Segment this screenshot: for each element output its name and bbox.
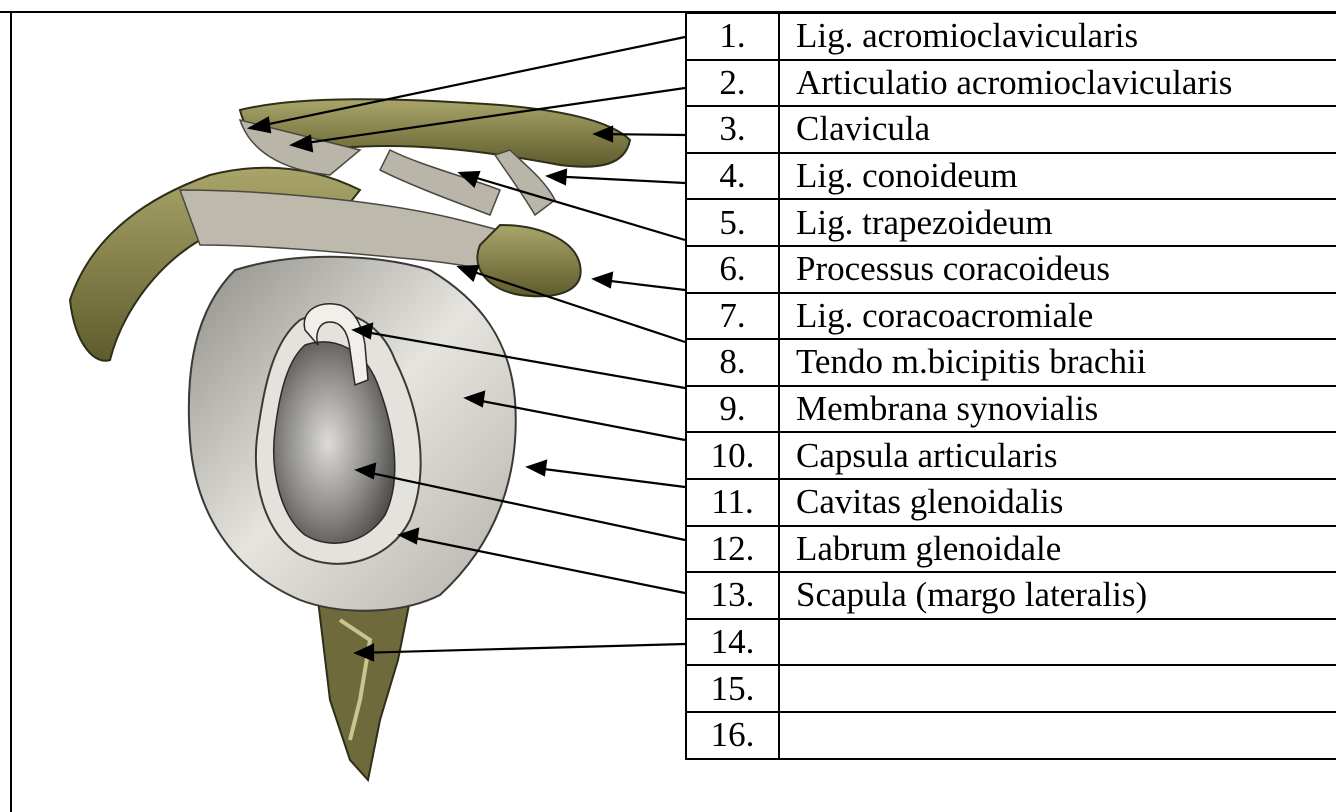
legend-row: 14. — [686, 619, 1336, 666]
legend-row: 1.Lig. acromioclavicularis — [686, 13, 1336, 60]
legend-number: 11. — [686, 479, 779, 526]
legend-row: 5.Lig. trapezoideum — [686, 199, 1336, 246]
legend-term: Membrana synovialis — [779, 386, 1336, 433]
legend-number: 13. — [686, 572, 779, 619]
legend-number: 4. — [686, 153, 779, 200]
legend-row: 10.Capsula articularis — [686, 432, 1336, 479]
legend-row: 6.Processus coracoideus — [686, 246, 1336, 293]
legend-row: 3.Clavicula — [686, 106, 1336, 153]
arrowhead-10 — [528, 461, 546, 475]
legend-term: Scapula (margo lateralis) — [779, 572, 1336, 619]
legend-term: Cavitas glenoidalis — [779, 479, 1336, 526]
legend-number: 3. — [686, 106, 779, 153]
arrow-10 — [528, 467, 685, 487]
legend-row: 9.Membrana synovialis — [686, 386, 1336, 433]
legend-term: Tendo m.bicipitis brachii — [779, 339, 1336, 386]
legend-number: 9. — [686, 386, 779, 433]
legend-number: 12. — [686, 526, 779, 573]
legend-number: 16. — [686, 712, 779, 759]
legend-number: 2. — [686, 60, 779, 107]
legend-row: 11.Cavitas glenoidalis — [686, 479, 1336, 526]
lig-trapezoideum — [380, 150, 500, 215]
legend-term: Capsula articularis — [779, 432, 1336, 479]
legend-number: 14. — [686, 619, 779, 666]
scapula-margo-lateralis — [318, 600, 410, 780]
legend-term: Lig. coracoacromiale — [779, 293, 1336, 340]
legend-row: 7.Lig. coracoacromiale — [686, 293, 1336, 340]
legend-term — [779, 665, 1336, 712]
processus-coracoideus — [477, 225, 580, 296]
legend-number: 1. — [686, 13, 779, 60]
legend-row: 15. — [686, 665, 1336, 712]
legend-number: 8. — [686, 339, 779, 386]
legend-row: 12.Labrum glenoidale — [686, 526, 1336, 573]
legend-term: Lig. conoideum — [779, 153, 1336, 200]
legend-term — [779, 712, 1336, 759]
legend-term — [779, 619, 1336, 666]
legend-term: Lig. acromioclavicularis — [779, 13, 1336, 60]
legend-term: Articulatio acromioclavicularis — [779, 60, 1336, 107]
legend-row: 2.Articulatio acromioclavicularis — [686, 60, 1336, 107]
arrowhead-7 — [459, 266, 478, 280]
legend-row: 8.Tendo m.bicipitis brachii — [686, 339, 1336, 386]
legend-number: 15. — [686, 665, 779, 712]
legend-term: Clavicula — [779, 106, 1336, 153]
legend-row: 4.Lig. conoideum — [686, 153, 1336, 200]
arrowhead-4 — [548, 170, 566, 184]
legend-number: 10. — [686, 432, 779, 479]
arrow-4 — [548, 176, 685, 183]
arrow-13 — [356, 644, 685, 653]
arrowhead-6 — [594, 273, 612, 287]
legend-number: 5. — [686, 199, 779, 246]
legend-term: Labrum glenoidale — [779, 526, 1336, 573]
legend-term: Processus coracoideus — [779, 246, 1336, 293]
legend-row: 16. — [686, 712, 1336, 759]
legend-row: 13.Scapula (margo lateralis) — [686, 572, 1336, 619]
legend-number: 7. — [686, 293, 779, 340]
legend-number: 6. — [686, 246, 779, 293]
legend-term: Lig. trapezoideum — [779, 199, 1336, 246]
